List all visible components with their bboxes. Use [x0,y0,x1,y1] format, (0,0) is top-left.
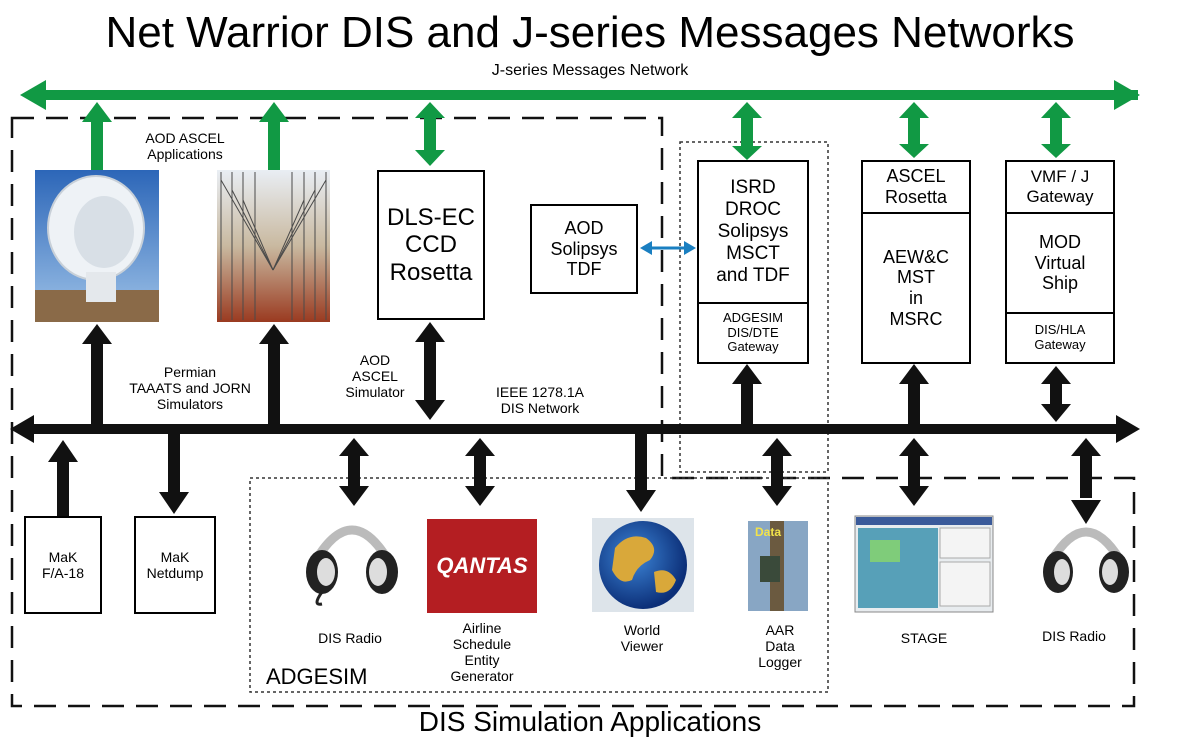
dis-hla-gateway-box: DIS/HLA Gateway [1005,312,1115,364]
adgesim-gateway-box: ADGESIM DIS/DTE Gateway [697,302,809,364]
dis-network-bar [10,322,1140,524]
aewc-box: AEW&C MST in MSRC [861,212,971,364]
headset-image-2 [1043,527,1129,593]
adgesim-label: ADGESIM [266,664,368,689]
aar-data-logger-label: AAR Data Logger [758,622,802,671]
footer-title: DIS Simulation Applications [418,706,762,737]
permian-label: Permian TAAATS and JORN Simulators [129,364,251,413]
headset-image-1 [306,525,398,606]
jseries-network-label: J-series Messages Network [491,62,689,79]
mak-fa18-box: MaK F/A-18 [24,516,102,614]
adgesim-bottom-region [249,477,829,693]
dis-radio-label-1: DIS Radio [318,630,382,646]
aod-ascel-applications-label: AOD ASCEL Applications [145,130,225,163]
airline-generator-label: Airline Schedule Entity Generator [450,620,514,685]
ascel-rosetta-box: ASCEL Rosetta [861,160,971,212]
data-logger-image [748,521,808,611]
antenna-field-image [217,170,330,322]
world-viewer-label: World Viewer [620,622,664,655]
aod-region [10,116,1136,708]
dis-radio-label-2: DIS Radio [1042,628,1106,644]
aod-solipsys-box: AOD Solipsys TDF [530,204,638,294]
stage-screenshot-image [854,515,994,613]
page-title: Net Warrior DIS and J-series Messages Ne… [105,8,1075,57]
radar-dish-image [35,170,159,322]
qantas-image [427,519,537,613]
qantas-logo-text: QANTAS [436,553,528,578]
data-logger-label: Data [754,525,781,539]
dls-ec-box: DLS-EC CCD Rosetta [377,170,485,320]
dis-network-label: IEEE 1278.1A DIS Network [496,384,584,417]
vmf-gateway-box: VMF / J Gateway [1005,160,1115,212]
isrd-box: ISRD DROC Solipsys MSCT and TDF [697,160,809,302]
mod-virtual-ship-box: MOD Virtual Ship [1005,212,1115,312]
solipsys-link-arrow [640,241,696,255]
aod-ascel-simulator-label: AOD ASCEL Simulator [345,352,405,401]
stage-label: STAGE [900,630,948,646]
adgesim-dotted-region [679,141,829,473]
jseries-network-bar [20,80,1140,170]
world-globe-image [592,518,694,612]
mak-netdump-box: MaK Netdump [134,516,216,614]
